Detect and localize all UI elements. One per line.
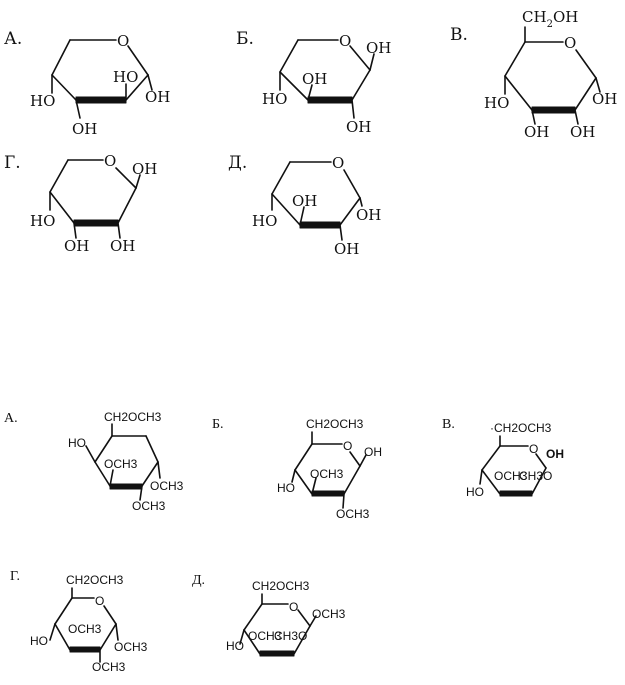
structure-2v-letter: В. [442, 417, 455, 432]
structure-2g-letter: Г. [10, 569, 20, 584]
c2-hydroxyl: OH [145, 88, 170, 106]
structure-1v: В. CH2OH O OH HO OH OH [450, 8, 617, 141]
c4-hydroxyl: HO [30, 212, 55, 230]
c4-hydroxyl: HO [466, 485, 484, 499]
c3-hydroxyl: OH [292, 192, 317, 210]
c1-hydroxyl: OH [364, 445, 382, 459]
c2-methoxy: OCH3 [132, 499, 166, 513]
c3-methoxy: OCH3 [248, 629, 282, 643]
c2-methoxy: OCH3 [92, 660, 126, 674]
c2-methoxy: CH3O [274, 629, 307, 643]
ring-oxygen: O [564, 34, 576, 52]
c6-methoxymethyl: CH2OCH3 [104, 410, 162, 424]
ring-oxygen: O [332, 154, 344, 172]
c6-methoxymethyl: CH2OCH3 [252, 579, 310, 593]
ring-oxygen: O [343, 439, 352, 453]
c4-hydroxyl: HO [68, 436, 86, 450]
structure-2b: Б. CH2OCH3 O OH OCH3 HO OCH3 [212, 417, 382, 521]
c3-methoxy: OCH3 [494, 469, 528, 483]
c1-hydroxyl: OH [366, 39, 391, 57]
c1-methoxy: OCH3 [114, 640, 148, 654]
structure-2a: А. CH2OCH3 HO OCH3 OCH3 OCH3 [4, 410, 184, 513]
c6-methoxymethyl: ·CH2OCH3 [490, 421, 552, 435]
structure-1g-letter: Г. [4, 153, 21, 173]
c3-methoxy: OCH3 [68, 622, 102, 636]
c4-hydroxyl: HO [30, 634, 48, 648]
c1-hydroxyl: OH [546, 447, 564, 461]
c2-methoxy: CH3O [519, 469, 552, 483]
structure-2d: Д. CH2OCH3 O OCH3 OCH3 CH3O HO [192, 573, 346, 657]
ring-oxygen: O [339, 32, 351, 50]
c1-hydroxyl: OH [132, 160, 157, 178]
c6-hydroxymethyl: CH2OH [522, 8, 578, 30]
c2-hydroxyl: OH [110, 237, 135, 255]
c4-hydroxyl: HO [277, 481, 295, 495]
structure-1d-letter: Д. [228, 153, 247, 173]
ring-oxygen: O [117, 32, 129, 50]
structure-2g: Г. CH2OCH3 O OCH3 HO OCH3 OCH3 [10, 569, 148, 674]
c4-hydroxyl: HO [30, 92, 55, 110]
structure-2v: В. ·CH2OCH3 O OH OCH3 CH3O HO [442, 417, 564, 499]
c4-hydroxyl: HO [484, 94, 509, 112]
c2-hydroxyl: OH [334, 240, 359, 258]
c3-hydroxyl: OH [302, 70, 327, 88]
ring-oxygen: O [95, 594, 104, 608]
ring-oxygen: O [289, 600, 298, 614]
structure-1v-letter: В. [450, 25, 468, 45]
c1-methoxy: OCH3 [312, 607, 346, 621]
c6-methoxymethyl: CH2OCH3 [306, 417, 364, 431]
c3-hydroxyl: OH [64, 237, 89, 255]
c2-hydroxyl-up: HO [113, 68, 138, 86]
c2-hydroxyl: OH [570, 123, 595, 141]
structure-1a: А. O HO OH HO OH [4, 29, 170, 138]
structure-1b: Б. O OH HO OH OH [236, 29, 391, 136]
c3-methoxy: OCH3 [104, 457, 138, 471]
structure-1b-letter: Б. [236, 29, 254, 49]
structure-2a-letter: А. [4, 411, 18, 426]
structure-1g: Г. O OH HO OH OH [4, 152, 157, 255]
c2-methoxy: OCH3 [336, 507, 370, 521]
c3-methoxy: OCH3 [310, 467, 344, 481]
structure-1a-letter: А. [4, 29, 22, 49]
c1-hydroxyl: OH [592, 90, 617, 108]
c2-hydroxyl: OH [346, 118, 371, 136]
c1-hydroxyl: OH [356, 206, 381, 224]
c4-hydroxyl: HO [262, 90, 287, 108]
c3-hydroxyl: OH [72, 120, 97, 138]
structure-2b-letter: Б. [212, 417, 224, 432]
c3-hydroxyl: OH [524, 123, 549, 141]
c1-methoxy: OCH3 [150, 479, 184, 493]
ring-oxygen: O [529, 442, 538, 456]
structure-2d-letter: Д. [192, 573, 205, 588]
c4-hydroxyl: HO [226, 639, 244, 653]
c6-methoxymethyl: CH2OCH3 [66, 573, 124, 587]
c4-hydroxyl: HO [252, 212, 277, 230]
ring-oxygen: O [104, 152, 116, 170]
structure-1d: Д. O HO OH OH OH [228, 153, 381, 258]
